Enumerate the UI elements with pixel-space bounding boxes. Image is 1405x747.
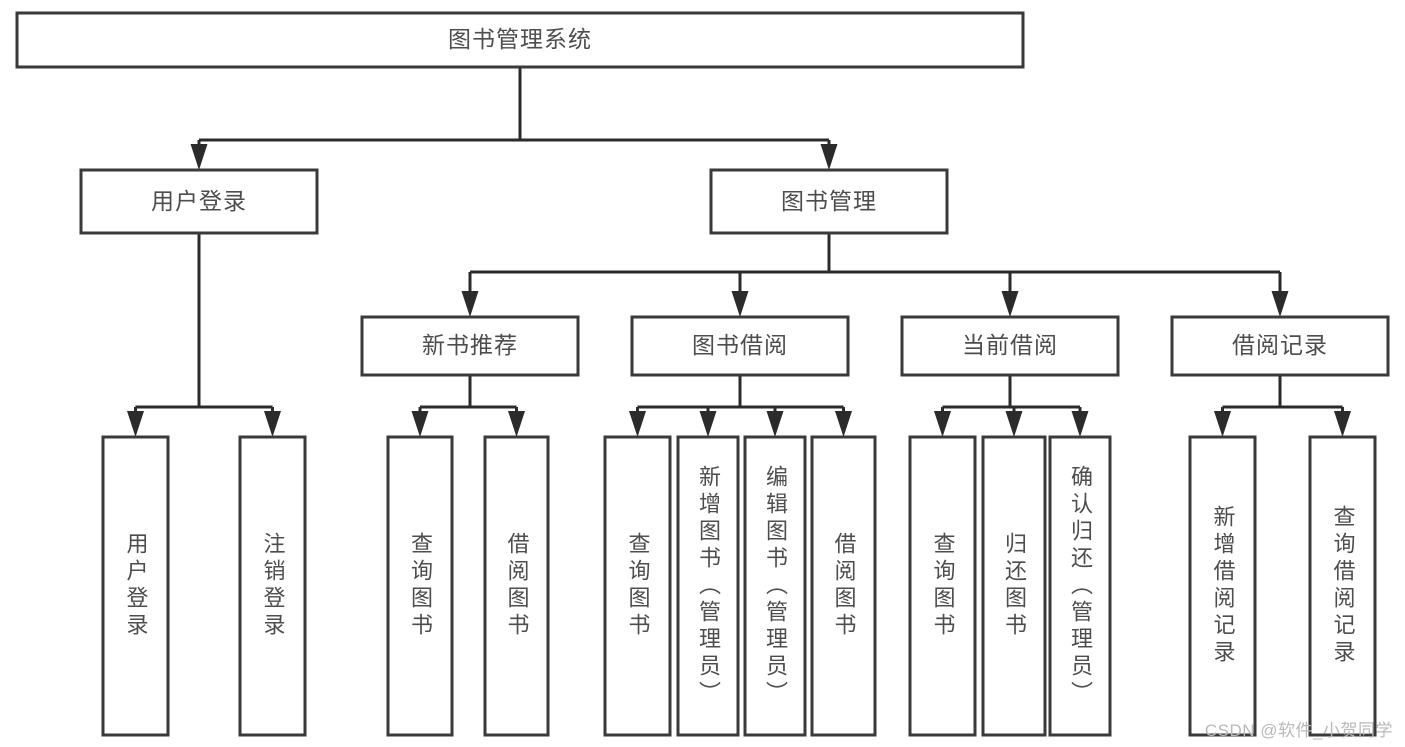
connector-group-l2-newbook xyxy=(411,375,525,437)
node-box-l3-editbook[interactable] xyxy=(743,435,807,737)
connector-group-root xyxy=(190,67,838,170)
node-box-l3-addbook[interactable] xyxy=(676,435,740,737)
arrow-head-icon xyxy=(934,411,951,437)
node-box-l2-current[interactable] xyxy=(900,315,1120,377)
node-box-l3-querybook3[interactable] xyxy=(908,435,977,737)
arrow-head-icon xyxy=(820,144,838,170)
arrow-head-icon xyxy=(264,411,281,437)
connector-group-l1-bookmgr xyxy=(461,233,1289,317)
arrow-head-icon xyxy=(508,411,525,437)
node-box-l3-confirm[interactable] xyxy=(1048,435,1112,737)
connector-group-l1-login xyxy=(127,233,281,437)
node-box-l3-returnbook[interactable] xyxy=(981,435,1047,737)
arrow-head-icon xyxy=(1271,291,1289,317)
node-box-l3-querybook1[interactable] xyxy=(386,435,454,737)
arrow-head-icon xyxy=(1071,411,1089,437)
arrow-head-icon xyxy=(190,144,208,170)
node-box-l3-addrecord[interactable] xyxy=(1188,435,1257,737)
arrow-head-icon xyxy=(1214,411,1231,437)
connector-group-l2-current xyxy=(934,375,1089,437)
node-box-l3-borrowbook1[interactable] xyxy=(483,435,550,737)
node-box-l3-queryrecord[interactable] xyxy=(1308,435,1377,737)
arrow-head-icon xyxy=(731,291,749,317)
arrow-head-icon xyxy=(127,411,144,437)
connector-group-l2-borrow xyxy=(629,375,852,437)
arrow-head-icon xyxy=(411,411,429,437)
node-box-l1-bookmgr[interactable] xyxy=(709,168,949,235)
node-box-l2-newbook[interactable] xyxy=(360,315,580,377)
arrow-head-icon xyxy=(1005,411,1023,437)
node-box-l3-querybook2[interactable] xyxy=(603,435,672,737)
arrow-head-icon xyxy=(835,411,852,437)
arrow-head-icon xyxy=(1001,291,1019,317)
arrow-head-icon xyxy=(629,411,646,437)
arrow-head-icon xyxy=(766,411,784,437)
node-box-l3-userlogin[interactable] xyxy=(101,435,170,737)
node-box-l3-logout[interactable] xyxy=(238,435,307,737)
node-box-l3-borrowbook2[interactable] xyxy=(810,435,877,737)
arrow-head-icon xyxy=(699,411,717,437)
node-box-l2-borrow[interactable] xyxy=(630,315,850,377)
node-box-l2-records[interactable] xyxy=(1170,315,1390,377)
arrow-head-icon xyxy=(461,291,479,317)
node-box-l1-login[interactable] xyxy=(79,168,319,235)
arrow-head-icon xyxy=(1334,411,1351,437)
connector-group-l2-records xyxy=(1214,375,1351,437)
node-box-root[interactable] xyxy=(15,11,1025,69)
